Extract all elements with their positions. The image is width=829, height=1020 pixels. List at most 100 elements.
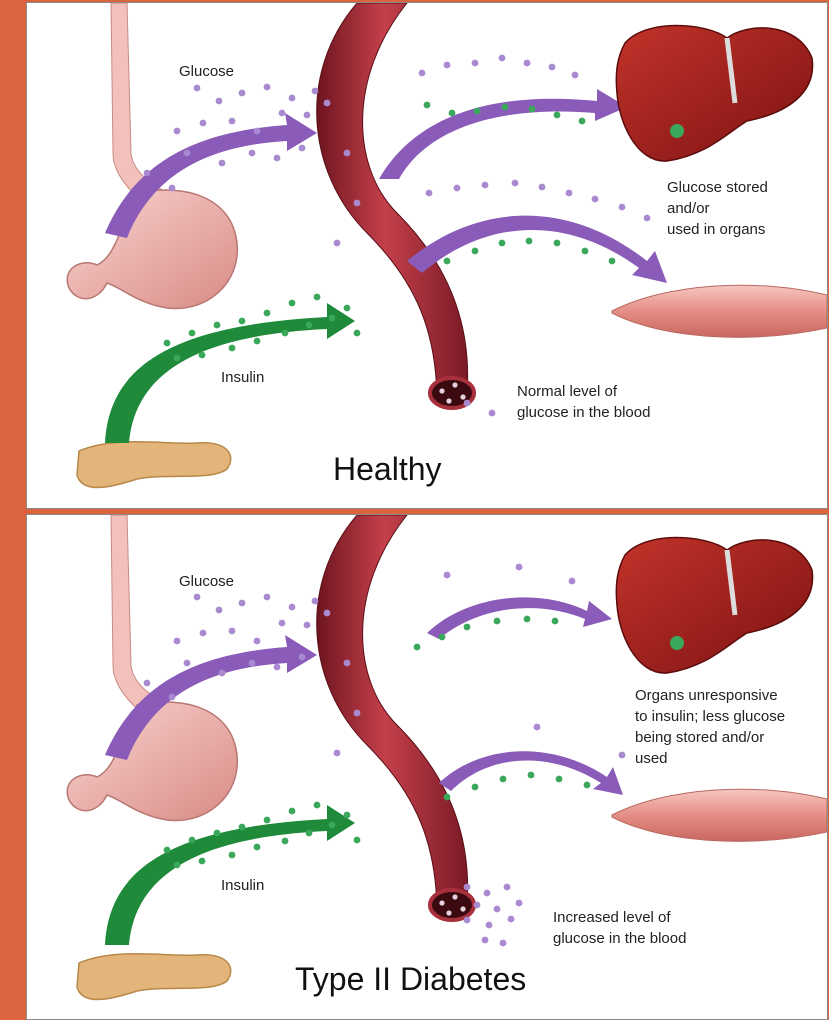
glucose-dot (249, 660, 256, 667)
insulin-dot (239, 824, 246, 831)
insulin-dot (254, 338, 261, 345)
insulin-dot (214, 830, 221, 837)
glucose-dot (494, 906, 501, 913)
glucose-dot (489, 410, 496, 417)
glucose-dot (184, 150, 191, 157)
insulin-dot (354, 330, 361, 337)
insulin-dot (174, 355, 181, 362)
insulin-dot (229, 852, 236, 859)
insulin-dot (494, 618, 501, 625)
glucose-dot (174, 638, 181, 645)
glucose-dot (216, 607, 223, 614)
glucose-dot (426, 190, 433, 197)
glucose-dot (354, 200, 361, 207)
glucose-dot (516, 564, 523, 571)
insulin-dot (464, 624, 471, 631)
panel-title: Healthy (333, 451, 442, 488)
insulin-dot (524, 616, 531, 623)
glucose-dot (229, 118, 236, 125)
glucose-label: Glucose (179, 571, 234, 592)
insulin-dot (526, 238, 533, 245)
glucose-dot (169, 694, 176, 701)
insulin-dot (584, 782, 591, 789)
insulin-dot (282, 838, 289, 845)
glucose-dot (446, 910, 451, 915)
insulin-dot (254, 844, 261, 851)
glucose-dot (482, 182, 489, 189)
glucose-dot (144, 170, 151, 177)
glucose-dot (279, 620, 286, 627)
insulin-dot (579, 118, 586, 125)
glucose-dot (200, 120, 207, 127)
liver (616, 538, 812, 674)
glucose-dot (464, 400, 471, 407)
insulin-dot (582, 248, 589, 255)
glucose-dot (200, 630, 207, 637)
glucose-dot (219, 160, 226, 167)
insulin-dot (414, 644, 421, 651)
insulin-dot (344, 305, 351, 312)
glucose-dot (486, 922, 493, 929)
muscle (612, 789, 827, 841)
glucose-dot (229, 628, 236, 635)
blood-vessel (317, 3, 474, 408)
insulin-dot (189, 330, 196, 337)
insulin-label: Insulin (221, 367, 264, 388)
glucose-dot (184, 660, 191, 667)
glucose-dot (264, 84, 271, 91)
insulin-dot (314, 294, 321, 301)
insulin-dot (329, 822, 336, 829)
glucose-dot (460, 906, 465, 911)
glucose-dot (508, 916, 515, 923)
glucose-dot (274, 155, 281, 162)
glucose-dot (619, 204, 626, 211)
stomach (67, 3, 237, 309)
glucose-dot (460, 394, 465, 399)
glucose-dot (169, 185, 176, 192)
glucose-dot (299, 145, 306, 152)
glucose-dot (499, 55, 506, 62)
insulin-dot (444, 258, 451, 265)
glucose-dot (619, 752, 626, 759)
glucose-dot (239, 600, 246, 607)
insulin-dot (449, 110, 456, 117)
insulin-dot (199, 858, 206, 865)
glucose-dot (249, 150, 256, 157)
liver (616, 26, 812, 162)
glucose-dot (549, 64, 556, 71)
glucose-dot (464, 917, 471, 924)
insulin-dot (306, 830, 313, 837)
glucose-dot (289, 95, 296, 102)
glucose-dot (452, 894, 457, 899)
diabetes-panel: Glucose Insulin Organs unresponsive to i… (26, 514, 828, 1020)
glucose-dot (644, 215, 651, 222)
glucose-dot (566, 190, 573, 197)
insulin-dot (556, 776, 563, 783)
glucose-dot (344, 150, 351, 157)
pancreas (77, 954, 231, 1000)
glucose-dot (439, 900, 444, 905)
insulin-dot (164, 847, 171, 854)
insulin-dot (282, 330, 289, 337)
insulin-dot (500, 776, 507, 783)
glucose-dot (279, 110, 286, 117)
glucose-dot (194, 594, 201, 601)
glucose-dot (299, 654, 306, 661)
glucose-dot (534, 724, 541, 731)
insulin-dot (264, 817, 271, 824)
glucose-dot (334, 750, 341, 757)
panel-title: Type II Diabetes (295, 961, 526, 998)
organ-label: Organs unresponsive to insulin; less glu… (635, 685, 785, 769)
glucose-dot (274, 664, 281, 671)
insulin-dot (502, 104, 509, 111)
glucose-dot (539, 184, 546, 191)
insulin-dot (499, 240, 506, 247)
insulin-dot (472, 248, 479, 255)
pancreas (77, 442, 231, 488)
insulin-dot (189, 837, 196, 844)
glucose-dot (484, 890, 491, 897)
glucose-dot (239, 90, 246, 97)
glucose-dot (144, 680, 151, 687)
glucose-dot (524, 60, 531, 67)
glucose-label: Glucose (179, 61, 234, 82)
